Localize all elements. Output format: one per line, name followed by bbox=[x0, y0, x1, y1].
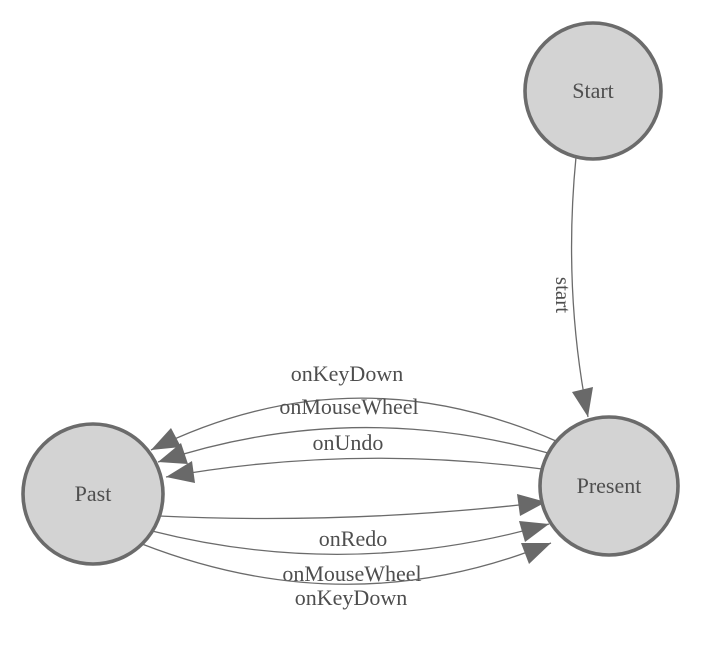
edge-label-onkeydown-upper: onKeyDown bbox=[291, 361, 403, 386]
edge-line-start bbox=[570, 156, 589, 418]
edge-present-to-past-onkeydown: onKeyDown bbox=[150, 361, 557, 451]
edge-start-to-present: start bbox=[551, 156, 593, 418]
arrowhead-onmousewheel-lower-icon bbox=[519, 521, 549, 542]
state-node-present[interactable]: Present bbox=[538, 415, 680, 557]
edge-label-onredo: onRedo bbox=[319, 526, 387, 551]
edge-past-to-present-onkeydown: onKeyDown bbox=[141, 542, 552, 610]
edge-present-to-past-onmousewheel: onMouseWheel bbox=[157, 394, 549, 464]
state-node-start-label: Start bbox=[572, 78, 614, 103]
arrowhead-onredo-icon bbox=[517, 494, 546, 516]
edge-past-to-present-onredo: onRedo bbox=[158, 494, 547, 551]
arrowhead-onmousewheel-upper-icon bbox=[158, 443, 188, 464]
edge-line-onkeydown-lower bbox=[141, 542, 552, 585]
edge-line-onredo bbox=[158, 501, 547, 520]
state-node-past-circle[interactable] bbox=[21, 422, 165, 566]
edge-label-onkeydown-lower: onKeyDown bbox=[295, 585, 407, 610]
edge-line-onmousewheel-lower bbox=[151, 523, 550, 556]
arrowhead-onkeydown-lower-icon bbox=[521, 543, 551, 564]
edge-line-onundo bbox=[165, 457, 543, 478]
edge-label-onundo: onUndo bbox=[313, 430, 384, 455]
arrowhead-onkeydown-upper-icon bbox=[151, 428, 181, 450]
edge-label-onmousewheel-upper: onMouseWheel bbox=[279, 394, 418, 419]
state-node-start[interactable]: Start bbox=[523, 21, 663, 161]
arrowhead-onundo-icon bbox=[166, 461, 195, 483]
state-node-start-circle[interactable] bbox=[523, 21, 663, 161]
arrowhead-start-icon bbox=[572, 387, 593, 417]
state-node-past[interactable]: Past bbox=[21, 422, 165, 566]
state-node-past-label: Past bbox=[75, 481, 112, 506]
state-node-present-circle[interactable] bbox=[538, 415, 680, 557]
edge-line-onkeydown-upper bbox=[150, 397, 557, 451]
edge-label-start: start bbox=[551, 277, 575, 313]
edge-present-to-past-onundo: onUndo bbox=[165, 430, 543, 483]
edge-line-onmousewheel-upper bbox=[157, 426, 549, 463]
state-node-present-label: Present bbox=[577, 473, 642, 498]
